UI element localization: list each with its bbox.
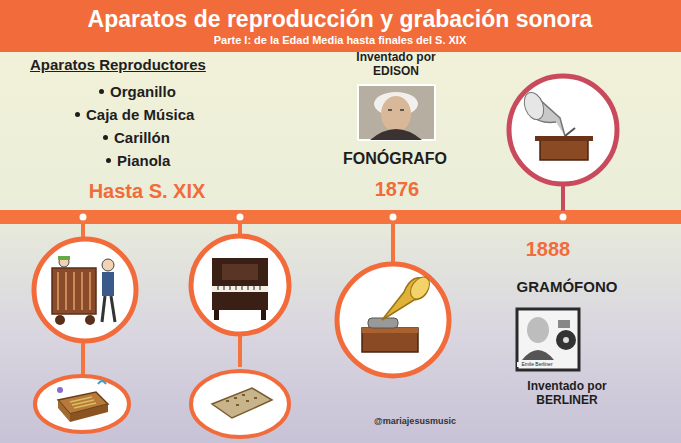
bullet-dot (106, 158, 111, 163)
watermark: @mariajesusmusic (345, 416, 485, 426)
section-heading: Aparatos Reproductores (30, 56, 270, 73)
inventor-note: Inventado por EDISON (341, 51, 451, 79)
year-label: 1888 (498, 238, 598, 261)
inventor-note: Inventado por BERLINER (507, 380, 627, 408)
title-banner (0, 0, 681, 52)
list-item: Pianola (117, 152, 277, 169)
list-item: Carillón (114, 129, 274, 146)
fonografo-picture (337, 264, 449, 376)
period-label: Hasta S. XIX (47, 180, 247, 203)
bullet-dot (75, 112, 80, 117)
timeline-dots (78, 212, 568, 222)
bullet-dot (103, 135, 108, 140)
stem (561, 186, 565, 212)
timeline-bar (0, 210, 681, 224)
gramofono-picture (509, 76, 617, 184)
list-item: Caja de Música (86, 106, 266, 123)
subtitle: Parte I: de la Edad Media hasta finales … (40, 34, 640, 47)
list-item: Organillo (110, 83, 270, 100)
photo-caption: Emile Berliner (517, 362, 557, 367)
device-name: GRAMÓFONO (497, 278, 637, 295)
organillo-picture (34, 239, 136, 341)
edison-portrait (358, 85, 435, 140)
title: Aparatos de reproducción y grabación son… (2, 6, 678, 32)
pianola-picture (191, 236, 289, 334)
device-name: FONÓGRAFO (325, 150, 465, 168)
piano-roll-picture (191, 371, 289, 437)
year-label: 1876 (347, 178, 447, 201)
caja-de-musica-picture (35, 376, 129, 432)
bullet-dot (99, 89, 104, 94)
berliner-portrait (517, 309, 579, 370)
